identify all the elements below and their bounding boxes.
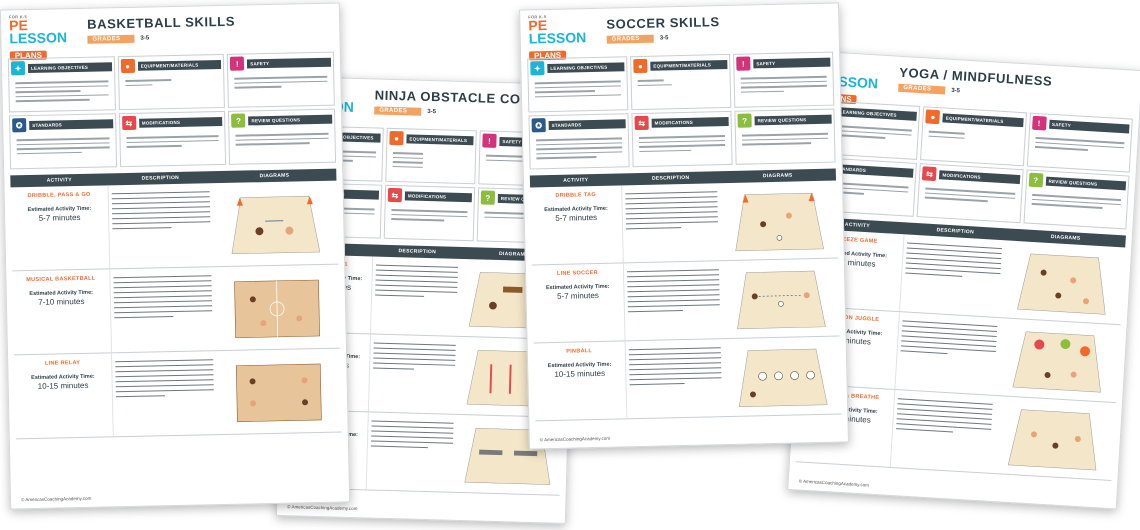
lightbulb-icon: ✦ <box>530 61 545 76</box>
lesson-sheet-yoga: FOR K-5 PE LESSON PLANS YOGA / MINDFULNE… <box>787 50 1140 510</box>
card-standards: ✪STANDARDS <box>9 113 117 170</box>
ribbon-icon: ✪ <box>531 118 546 133</box>
lightbulb-icon: ✦ <box>10 61 26 76</box>
soccer-field-diagram <box>736 270 826 329</box>
card-equipment: ●EQUIPMENT/MATERIALS <box>117 53 226 111</box>
ball-icon: ● <box>925 109 941 125</box>
balloon-diagram <box>1012 330 1101 393</box>
card-equipment: ●EQUIPMENT/MATERIALS <box>385 127 477 185</box>
sheet-title: SOCCER SKILLS <box>606 14 720 32</box>
card-safety: !SAFETY <box>733 51 835 108</box>
ball-icon: ● <box>120 58 135 74</box>
yoga-diagram <box>1017 253 1106 315</box>
lesson-sheet-soccer: FOR K-5 PE LESSON PLANS SOCCER SKILLS GR… <box>519 2 849 450</box>
chat-icon: ? <box>737 113 752 128</box>
card-review-questions: ?REVIEW QUESTIONS <box>228 108 337 165</box>
activity-row: BALANCE & BREATHEEstimated Activity Time… <box>795 384 1116 482</box>
basketball-court-diagram <box>234 279 321 338</box>
ball-icon: ● <box>633 58 648 74</box>
card-safety: !SAFETY <box>227 51 335 108</box>
soccer-field-diagram <box>735 192 824 251</box>
chat-icon: ? <box>480 190 496 205</box>
pe-lesson-plans-logo: FOR K-5 PE LESSON PLANS <box>8 14 68 61</box>
card-review-questions: ?REVIEW QUESTIONS <box>734 108 836 165</box>
chat-icon: ? <box>231 113 246 128</box>
balance-diagram <box>1007 408 1097 470</box>
card-learning-objectives: ✦LEARNING OBJECTIVES <box>527 56 629 113</box>
card-modifications: ⇆MODIFICATIONS <box>118 110 227 168</box>
card-equipment: ●EQUIPMENT/MATERIALS <box>630 53 732 111</box>
card-review-questions: ?REVIEW QUESTIONS <box>1023 169 1130 230</box>
warning-icon: ! <box>482 133 497 148</box>
warning-icon: ! <box>230 56 245 71</box>
lesson-sheet-basketball: FOR K-5 PE LESSON PLANS BASKETBALL SKILL… <box>0 2 351 510</box>
card-modifications: ⇆MODIFICATIONS <box>383 184 476 242</box>
card-modifications: ⇆MODIFICATIONS <box>631 110 733 168</box>
warning-icon: ! <box>736 56 751 71</box>
soccer-field-diagram <box>738 348 828 407</box>
basketball-court-diagram <box>236 363 322 422</box>
arrows-icon: ⇆ <box>387 187 403 203</box>
warning-icon: ! <box>1031 115 1047 131</box>
ribbon-icon: ✪ <box>12 118 27 133</box>
chat-icon: ? <box>1028 172 1044 188</box>
basketball-court-diagram <box>231 195 321 254</box>
card-standards: ✪STANDARDS <box>528 113 630 170</box>
card-equipment: ●EQUIPMENT/MATERIALS <box>920 106 1027 167</box>
arrows-icon: ⇆ <box>922 166 937 182</box>
card-modifications: ⇆MODIFICATIONS <box>916 163 1024 224</box>
sheet-title: BASKETBALL SKILLS <box>86 13 236 32</box>
card-safety: !SAFETY <box>1026 112 1133 173</box>
card-learning-objectives: ✦LEARNING OBJECTIVES <box>7 56 116 113</box>
pe-lesson-plans-logo: FOR K-5 PE LESSON PLANS <box>528 14 587 61</box>
ball-icon: ● <box>389 130 404 146</box>
arrows-icon: ⇆ <box>121 115 136 131</box>
arrows-icon: ⇆ <box>634 115 649 131</box>
